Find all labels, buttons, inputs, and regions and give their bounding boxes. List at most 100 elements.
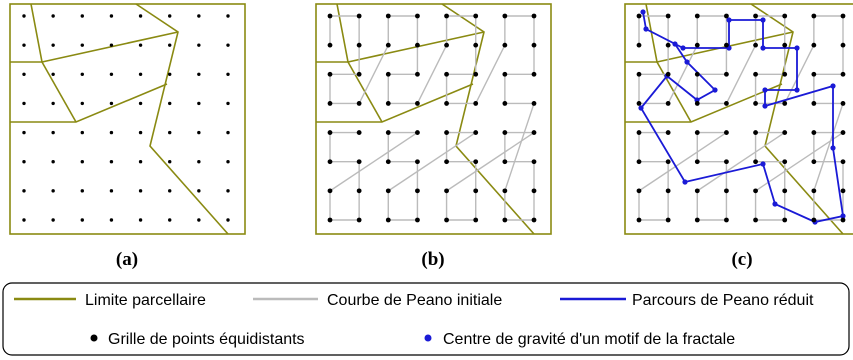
- grid-point: [753, 42, 758, 48]
- grid-point: [168, 101, 172, 106]
- grid-point: [197, 101, 201, 106]
- peano-segment: [358, 44, 389, 104]
- grid-point: [811, 130, 817, 135]
- grid-point: [385, 13, 391, 19]
- parcel-boundary-2: [750, 3, 844, 235]
- grid-point: [22, 130, 26, 135]
- grid-point: [840, 188, 846, 194]
- grid-point: [197, 14, 201, 18]
- grid-point: [385, 130, 391, 135]
- grid-point: [51, 218, 55, 222]
- grid-point: [385, 71, 391, 77]
- grid-point: [356, 13, 362, 19]
- grid-point: [782, 188, 788, 194]
- grid-point: [168, 72, 172, 76]
- centroid-point: [682, 179, 688, 185]
- grid-point: [531, 71, 537, 77]
- peano-segment: [755, 131, 844, 192]
- grid-point: [531, 130, 537, 135]
- grid-point: [226, 130, 230, 135]
- grid-point: [356, 42, 362, 48]
- grid-point: [636, 71, 642, 77]
- grid-point: [80, 130, 84, 135]
- grid-point: [138, 130, 143, 135]
- grid-point: [385, 159, 391, 165]
- grid-point: [811, 13, 817, 19]
- centroid-point: [840, 213, 846, 219]
- grid-point: [168, 189, 172, 193]
- grid-point: [226, 160, 230, 164]
- grid-point: [415, 101, 420, 106]
- panel-b-frame: [315, 3, 552, 235]
- grid-point: [415, 42, 420, 48]
- grid-point: [502, 217, 508, 223]
- grid-point: [724, 217, 729, 223]
- grid-point: [502, 188, 508, 194]
- grid-point: [138, 160, 143, 164]
- grid-point: [356, 101, 362, 106]
- grid-point: [811, 159, 817, 165]
- grid-point: [473, 217, 479, 223]
- grid-point: [665, 188, 671, 194]
- grid-point: [782, 159, 788, 165]
- grid-point: [840, 101, 846, 106]
- grid-point: [840, 71, 846, 77]
- grid-point: [22, 160, 26, 164]
- grid-point: [22, 218, 26, 222]
- grid-point: [109, 130, 114, 135]
- grid-point: [694, 42, 700, 48]
- peano-segment: [667, 44, 698, 104]
- grid-point: [138, 218, 143, 222]
- grid-point: [531, 13, 537, 19]
- grid-point: [782, 71, 788, 77]
- grid-point: [636, 159, 642, 165]
- legend: Limite parcellaire Courbe de Peano initi…: [2, 282, 850, 356]
- legend-parcours-label: Parcours de Peano réduit: [632, 292, 814, 309]
- grid-point: [782, 42, 788, 48]
- grid-point: [51, 189, 55, 193]
- grid-point: [724, 159, 729, 165]
- grid-point: [327, 159, 333, 165]
- grid-point: [138, 189, 143, 193]
- panel-b-grid-dots: [327, 13, 537, 223]
- grid-point: [415, 130, 420, 135]
- grid-point: [197, 43, 201, 47]
- panel-a-frame: [9, 3, 246, 235]
- grid-point: [327, 130, 333, 135]
- centroid-point: [640, 9, 646, 15]
- grid-point: [109, 72, 114, 76]
- grid-point: [840, 13, 846, 19]
- grid-point: [51, 160, 55, 164]
- grid-point: [168, 14, 172, 18]
- grid-point: [694, 159, 700, 165]
- grid-point: [724, 101, 729, 106]
- centroid-point: [726, 17, 732, 23]
- grid-point: [109, 160, 114, 164]
- grid-point: [636, 101, 642, 106]
- panel-b-parcel-boundaries: [316, 3, 535, 235]
- grid-point: [226, 14, 230, 18]
- grid-point: [168, 130, 172, 135]
- legend-grille-label: Grille de points équidistants: [108, 331, 305, 348]
- grid-point: [356, 130, 362, 135]
- panel-c-grid-dots: [636, 13, 846, 223]
- panel-a: [9, 3, 246, 235]
- grid-point: [80, 101, 84, 106]
- centroid-point: [684, 59, 690, 65]
- grid-point: [197, 218, 201, 222]
- centroid-point: [762, 87, 768, 93]
- grid-point: [51, 130, 55, 135]
- grid-point: [694, 217, 700, 223]
- grid-point: [109, 189, 114, 193]
- peano-segment: [446, 131, 535, 192]
- grid-point: [415, 188, 420, 194]
- grid-point: [80, 14, 84, 18]
- legend-centre-dot: [424, 334, 432, 342]
- grid-point: [473, 188, 479, 194]
- grid-point: [168, 43, 172, 47]
- grid-point: [531, 101, 537, 106]
- grid-point: [753, 13, 758, 19]
- grid-point: [138, 43, 143, 47]
- grid-point: [444, 42, 449, 48]
- grid-point: [502, 130, 508, 135]
